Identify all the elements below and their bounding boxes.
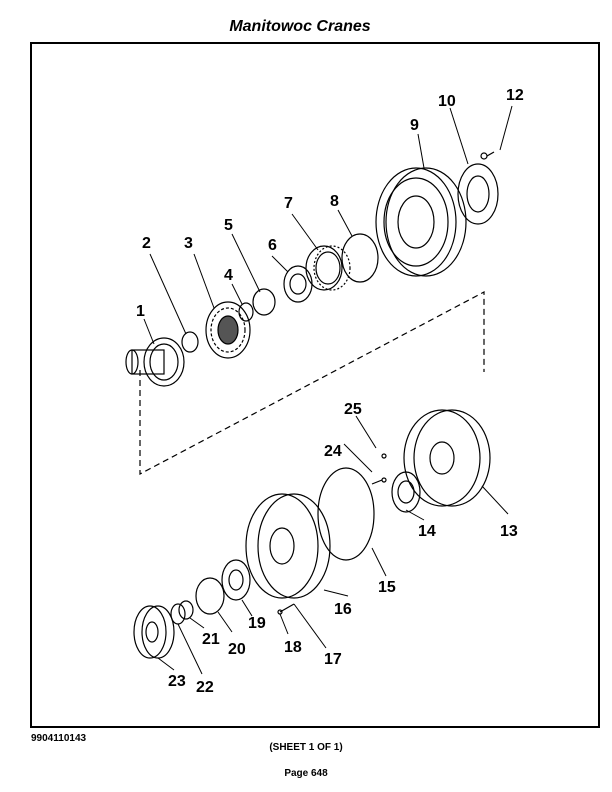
callout-19: 19 [248,615,266,632]
part-14-plate [391,471,421,513]
callout-23: 23 [168,673,186,690]
callout-labels: 1 2 3 4 5 6 7 8 9 10 12 13 14 15 16 17 1… [136,87,524,696]
callout-16: 16 [334,601,352,618]
exploded-parts-diagram: 1 2 3 4 5 6 7 8 9 10 12 13 14 15 16 17 1… [30,42,600,728]
page-number: Page 648 [284,768,328,779]
part-10-plate [457,163,499,225]
part-2-ring [181,331,199,353]
callout-7: 7 [284,195,293,212]
callout-10: 10 [438,93,456,110]
callout-20: 20 [228,641,246,658]
callout-6: 6 [268,237,277,254]
callout-14: 14 [418,523,436,540]
page-header-title: Manitowoc Cranes [229,18,371,35]
sheet-label: (SHEET 1 OF 1) [269,742,343,753]
part-24-fastener [371,477,387,485]
callout-18: 18 [284,639,302,656]
callout-1: 1 [136,303,145,320]
part-25-washer [381,453,387,459]
part-4-ring [238,302,254,322]
part-8-seal [341,233,379,283]
alignment-dashed-line [139,291,485,475]
callout-25: 25 [344,401,362,418]
callout-21: 21 [202,631,220,648]
callout-15: 15 [378,579,396,596]
diagram-canvas: 1 2 3 4 5 6 7 8 9 10 12 13 14 15 16 17 1… [125,87,524,696]
part-17-bolt [277,603,295,615]
part-13-drum [403,409,491,507]
part-12-screw [480,151,495,160]
callout-9: 9 [410,117,419,134]
callout-8: 8 [330,193,339,210]
part-6-bearing [283,265,313,303]
leader-lines [143,105,513,675]
part-3-cage [205,301,251,359]
callout-24: 24 [324,443,342,460]
part-1-hub [125,337,185,387]
part-7-gear [305,245,351,291]
part-23-flange [133,605,175,659]
callout-2: 2 [142,235,151,252]
callout-13: 13 [500,523,518,540]
part-15-seal [317,467,375,561]
part-21-ring [178,600,194,620]
part-5-ring [252,288,276,316]
callout-3: 3 [184,235,193,252]
part-19-bearing [221,559,251,601]
callout-17: 17 [324,651,342,668]
callout-12: 12 [506,87,524,104]
callout-5: 5 [224,217,233,234]
callout-4: 4 [224,267,233,284]
part-20-seal [195,577,225,615]
callout-22: 22 [196,679,214,696]
part-16-cover [245,493,331,599]
drawing-number: 9904110143 [31,733,87,744]
part-9-housing [375,167,467,277]
